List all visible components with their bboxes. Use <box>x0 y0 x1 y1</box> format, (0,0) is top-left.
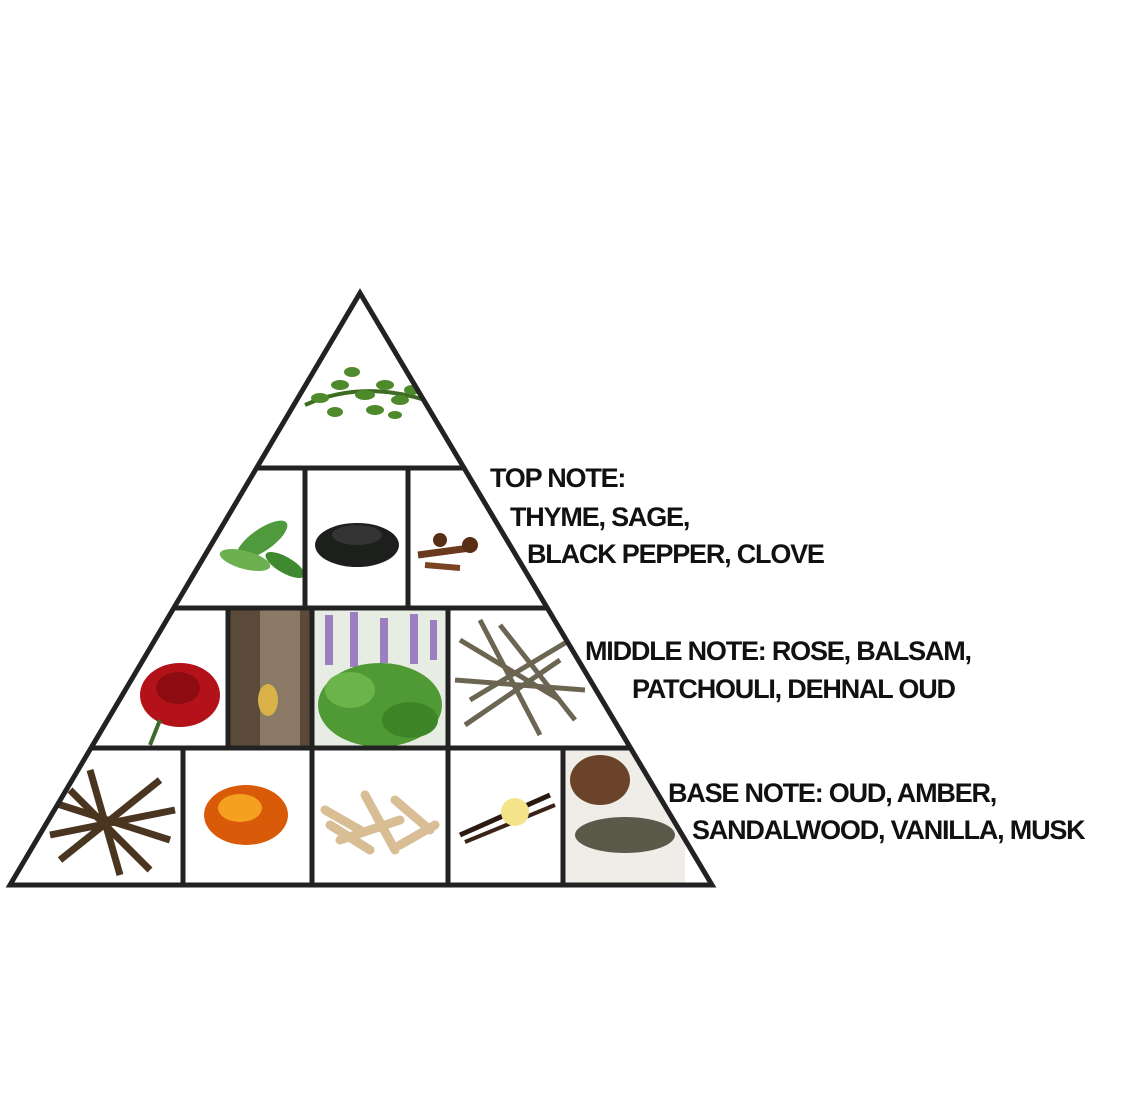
amber-image <box>204 785 288 845</box>
oud-image <box>43 769 176 876</box>
rose-image <box>140 663 220 746</box>
base-note-line1: BASE NOTE: OUD, AMBER, <box>668 778 997 808</box>
black-pepper-image <box>315 523 399 567</box>
thyme-image <box>304 367 426 419</box>
top-note-line1: THYME, SAGE, <box>510 502 690 532</box>
vanilla-image <box>458 792 556 844</box>
dehnal-oud-image <box>454 618 586 737</box>
base-note-line2: SANDALWOOD, VANILLA, MUSK <box>692 815 1086 845</box>
sandalwood-image <box>320 790 440 855</box>
top-note-heading: TOP NOTE: <box>490 463 626 493</box>
sage-image <box>219 520 305 578</box>
clove-image <box>417 533 478 571</box>
patchouli-image <box>314 610 446 748</box>
musk-image <box>565 750 685 885</box>
balsam-image <box>230 610 312 748</box>
middle-note-line2: PATCHOULI, DEHNAL OUD <box>632 674 956 704</box>
pyramid-grid <box>5 288 717 888</box>
middle-note-line1: MIDDLE NOTE: ROSE, BALSAM, <box>585 636 972 666</box>
top-note-line2: BLACK PEPPER, CLOVE <box>527 539 825 569</box>
